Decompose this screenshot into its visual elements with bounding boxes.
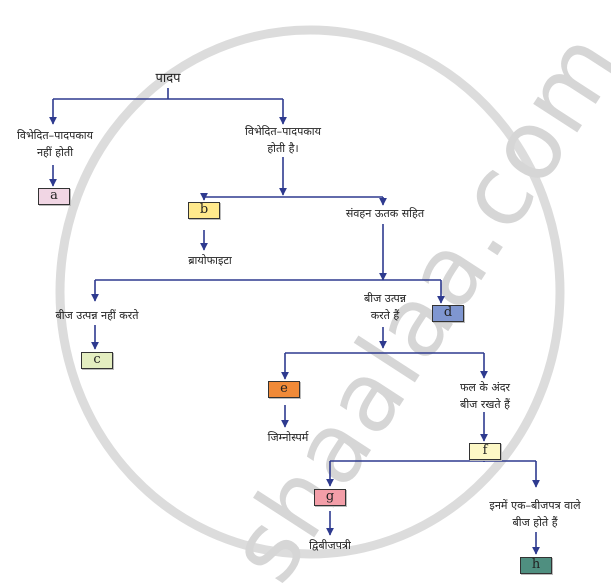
- box-h: h: [520, 557, 552, 574]
- box-d: d: [432, 305, 464, 322]
- box-c: c: [81, 352, 113, 369]
- fruit-label: फल के अंदर बीज रखते हैं: [460, 379, 510, 413]
- no-body-line-1: विभेदित–पादपकाय: [16, 129, 94, 142]
- fruit-line-1: फल के अंदर: [459, 381, 511, 394]
- box-e: e: [268, 381, 300, 398]
- seed-line-1: बीज उत्पन्न: [364, 292, 406, 305]
- monocot-line-2: बीज होते हैं: [512, 516, 558, 529]
- box-f: f: [469, 443, 501, 460]
- gymnosperm-label: जिम्नोस्पर्म: [267, 431, 309, 444]
- no-body-line-2: नहीं होती: [36, 146, 74, 159]
- no-body-label: विभेदित–पादपकाय नहीं होती: [17, 127, 93, 161]
- box-g: g: [314, 489, 346, 506]
- body-line-2: होती है।: [267, 142, 299, 155]
- seed-label: बीज उत्पन्न करते हैं: [364, 290, 406, 324]
- no-seed-label: बीज उत्पन्न नहीं करते: [55, 309, 139, 322]
- seed-line-2: करते हैं: [370, 309, 400, 322]
- box-b: b: [188, 202, 220, 219]
- body-label: विभेदित–पादपकाय होती है।: [245, 123, 321, 157]
- vascular-label: संवहन ऊतक सहित: [345, 207, 425, 220]
- dicot-label: द्विबीजपत्री: [309, 539, 351, 552]
- bryophyta-label: ब्रायोफाइटा: [188, 254, 232, 267]
- root-label: पादप: [155, 71, 181, 86]
- monocot-label: इनमें एक–बीजपत्र वाले बीज होते हैं: [489, 497, 580, 531]
- monocot-line-1: इनमें एक–बीजपत्र वाले: [489, 499, 581, 512]
- box-a: a: [38, 188, 70, 205]
- fruit-line-2: बीज रखते हैं: [460, 398, 510, 411]
- body-line-1: विभेदित–पादपकाय: [244, 125, 322, 138]
